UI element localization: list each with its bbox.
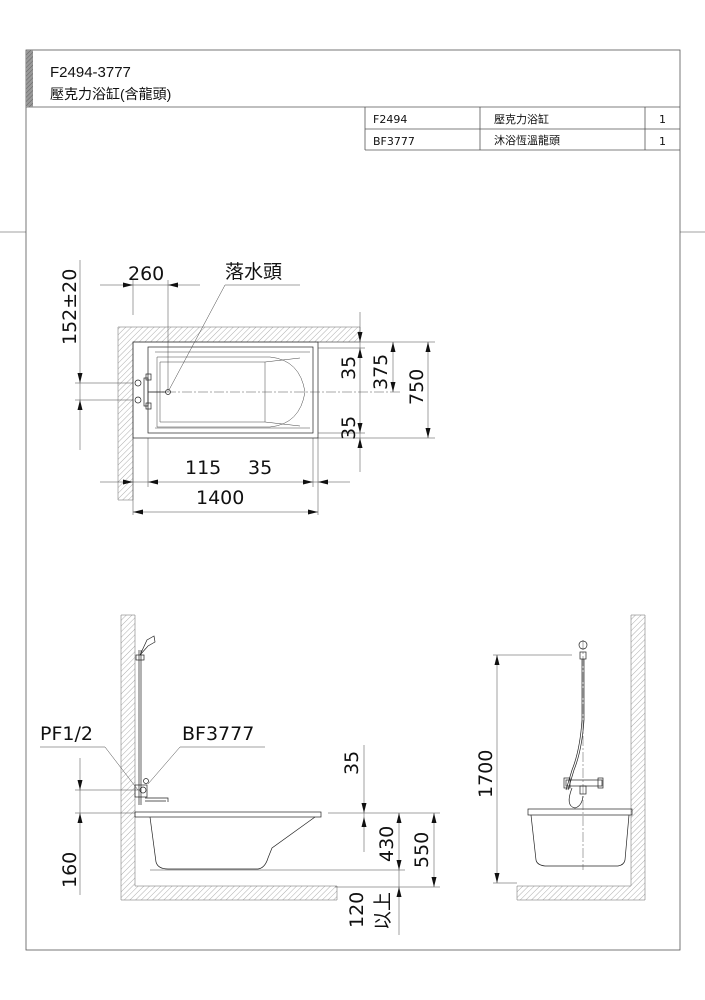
dim-115: 115	[185, 457, 221, 479]
dim-152: 152±20	[59, 269, 81, 345]
part-name: 壓克力浴缸	[494, 112, 549, 126]
part-code: BF3777	[373, 135, 415, 148]
faucet-icon	[563, 777, 604, 809]
table-row: F2494 壓克力浴缸 1	[373, 112, 666, 126]
tub-outline	[132, 341, 319, 439]
part-name: 沐浴恆溫龍頭	[494, 133, 560, 147]
tub-body	[530, 814, 630, 867]
dim-750: 750	[406, 369, 428, 405]
dim-160: 160	[59, 852, 81, 888]
dim-120: 120	[346, 892, 368, 928]
dim-35-bottom: 35	[338, 416, 360, 440]
dim-375: 375	[370, 354, 392, 390]
dim-35-width: 35	[248, 457, 272, 479]
sheet-frame	[0, 49, 705, 951]
shower-icon	[135, 635, 156, 805]
dim-550: 550	[411, 832, 433, 868]
tub-body	[149, 816, 316, 870]
pipe-label: PF1/2	[40, 723, 93, 745]
dim-260: 260	[128, 263, 164, 285]
shower-icon	[565, 640, 588, 791]
faucet-label: BF3777	[182, 723, 254, 745]
dim-120-suffix: 以上	[372, 892, 394, 930]
dim-1400: 1400	[196, 487, 244, 509]
model-number: F2494-3777	[50, 64, 131, 81]
plan-view: 260 落水頭 152±20 35 35 375 750 115 35	[59, 260, 435, 515]
dim-430: 430	[376, 826, 398, 862]
part-qty: 1	[659, 113, 666, 126]
dim-35: 35	[341, 751, 363, 775]
parts-table: F2494 壓克力浴缸 1 BF3777 沐浴恆溫龍頭 1	[364, 107, 680, 151]
wall-floor-hatch	[516, 614, 646, 901]
wall-hatch	[117, 326, 361, 501]
faucet-icon	[134, 373, 166, 410]
end-view: 1700	[475, 614, 646, 901]
side-view: PF1/2 BF3777 160 35 430 550 120 以上	[40, 614, 440, 935]
tub-rim	[527, 808, 633, 816]
part-qty: 1	[659, 135, 666, 148]
tub-rim	[134, 811, 322, 818]
part-code: F2494	[373, 113, 407, 126]
wall-floor-hatch	[120, 614, 338, 901]
dim-35-top: 35	[338, 356, 360, 380]
table-row: BF3777 沐浴恆溫龍頭 1	[373, 133, 666, 148]
product-name: 壓克力浴缸(含龍頭)	[50, 86, 171, 102]
title-block: F2494-3777 壓克力浴缸(含龍頭)	[50, 64, 171, 102]
drain-label: 落水頭	[225, 261, 282, 283]
dim-1700: 1700	[475, 750, 497, 798]
